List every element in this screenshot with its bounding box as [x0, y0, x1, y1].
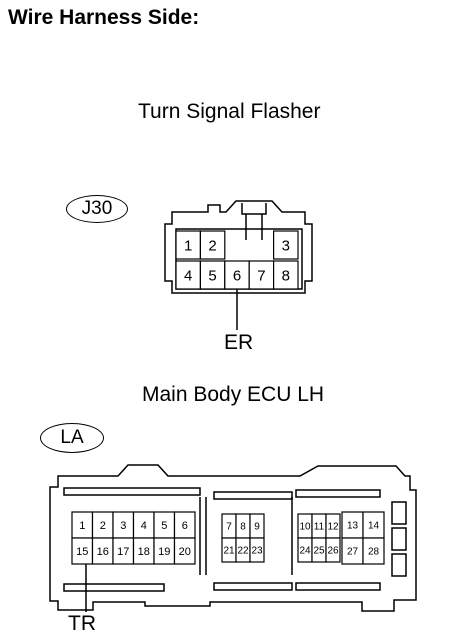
la-pin-18: 18	[138, 546, 150, 558]
la-pin-13: 13	[347, 521, 359, 532]
page-heading: Wire Harness Side:	[8, 6, 200, 29]
la-pin-5: 5	[161, 520, 167, 532]
la-pin-3: 3	[120, 520, 126, 532]
la-pin-22: 22	[237, 546, 249, 557]
component-title-turn-signal-flasher: Turn Signal Flasher	[138, 100, 321, 123]
la-side-slot-3	[391, 553, 407, 577]
j30-pin-2: 2	[208, 237, 216, 254]
j30-pin-6-cell	[224, 260, 250, 290]
la-pin-9: 9	[254, 522, 260, 533]
la-pin-25: 25	[313, 546, 325, 557]
la-pin-28-cell	[362, 537, 385, 565]
j30-pin-5: 5	[208, 267, 216, 284]
la-pin-21: 21	[223, 546, 235, 557]
la-pin-28: 28	[368, 547, 380, 558]
la-divider-left	[199, 497, 207, 575]
la-pin-16: 16	[97, 546, 109, 558]
j30-pin-7: 7	[257, 267, 265, 284]
j30-latch-guide	[245, 214, 263, 240]
j30-pin-1-cell	[175, 230, 201, 260]
connector-code-la: LA	[40, 423, 104, 453]
la-pin-14: 14	[368, 521, 380, 532]
j30-pin-3: 3	[282, 237, 290, 254]
j30-pin-3-cell	[273, 230, 299, 260]
la-pin-12: 12	[327, 522, 339, 533]
la-side-slot-1	[391, 501, 407, 525]
la-side-slot-2	[391, 527, 407, 551]
la-pin-20-cell	[173, 537, 196, 565]
la-pin-1: 1	[79, 520, 85, 532]
la-rail-top-right	[295, 489, 381, 498]
j30-pin-8: 8	[282, 267, 290, 284]
la-rail-top-mid	[213, 491, 293, 500]
la-rail-top-left	[63, 487, 201, 496]
la-pin-11: 11	[314, 522, 325, 533]
la-pin-17: 17	[117, 546, 129, 558]
la-pin-6: 6	[182, 520, 188, 532]
j30-pin-5-cell	[199, 260, 226, 290]
connector-code-j30: J30	[66, 195, 128, 223]
la-pin-8: 8	[240, 522, 246, 533]
j30-pin-6: 6	[233, 267, 241, 284]
la-rail-bottom-right	[295, 582, 381, 591]
la-pin-7: 7	[226, 522, 232, 533]
la-pin-15: 15	[76, 546, 88, 558]
j30-pin-4: 4	[184, 267, 192, 284]
j30-housing	[164, 200, 313, 294]
la-rail-bottom-mid	[213, 582, 293, 591]
la-housing	[49, 464, 417, 612]
component-title-main-body-ecu-lh: Main Body ECU LH	[142, 383, 325, 406]
la-rail-bottom-left	[63, 583, 165, 592]
j30-pin-1: 1	[184, 237, 192, 254]
la-pin-2: 2	[100, 520, 106, 532]
j30-latch-inner	[241, 203, 267, 215]
la-pin-27: 27	[347, 547, 359, 558]
la-pin-23: 23	[251, 546, 263, 557]
wire-label-tr: TR	[68, 612, 96, 635]
wire-label-er: ER	[224, 331, 253, 354]
j30-pin-4-cell	[175, 260, 201, 290]
la-pin-20: 20	[179, 546, 191, 558]
la-pin-10: 10	[299, 522, 311, 533]
la-pin-26: 26	[327, 546, 339, 557]
la-pin-19: 19	[158, 546, 170, 558]
j30-pin-8-cell	[273, 260, 299, 290]
la-pin-24: 24	[299, 546, 311, 557]
la-pin-4: 4	[141, 520, 147, 532]
j30-pin-2-cell	[199, 230, 226, 260]
la-pin-23-cell	[249, 537, 265, 563]
la-pin-26-cell	[325, 537, 341, 563]
